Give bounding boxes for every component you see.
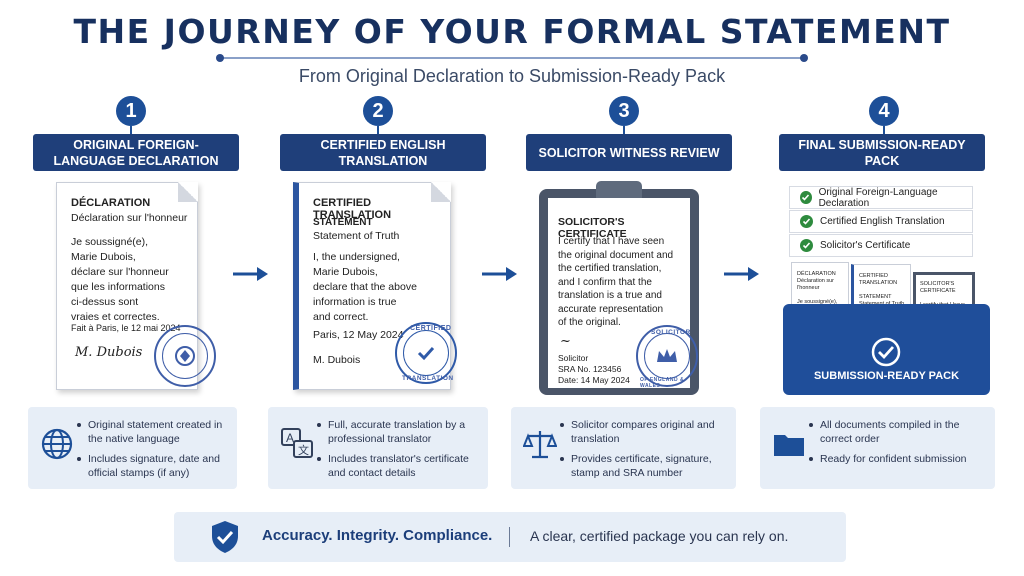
svg-text:A: A — [286, 431, 294, 445]
doc-body: Je soussigné(e), Marie Dubois, déclare s… — [71, 236, 169, 323]
footer-text: A clear, certified package you can rely … — [530, 528, 789, 544]
solicitor-stamp: SOLICITOR OF ENGLAND & WALES — [636, 325, 698, 389]
french-republic-stamp — [154, 325, 216, 387]
doc-heading: CERTIFIED TRANSLATION — [313, 197, 392, 221]
step-title: CERTIFIED ENGLISH TRANSLATION — [280, 134, 486, 171]
bullet-list: All documents compiled in the correct or… — [809, 418, 970, 472]
signature: ~ — [560, 334, 571, 349]
clipboard-clip — [596, 181, 642, 199]
info-panel-3: Solicitor compares original and translat… — [511, 407, 736, 489]
arrow-right-icon — [482, 267, 517, 281]
coat-of-arms-icon — [175, 346, 195, 366]
globe-icon — [41, 428, 73, 460]
arrow-right-icon — [724, 267, 759, 281]
translate-icon: A文 — [281, 428, 313, 458]
step-title: SOLICITOR WITNESS REVIEW — [526, 134, 732, 171]
certified-translation-stamp: CERTIFIED TRANSLATION — [395, 322, 457, 384]
solicitor-certificate-doc: SOLICITOR'S CERTIFICATE I certify that I… — [548, 198, 690, 388]
doc-subheading: STATEMENT — [313, 217, 373, 228]
doc-sra: SRA No. 123456 — [558, 364, 622, 374]
step-title: ORIGINAL FOREIGN-LANGUAGE DECLARATION — [33, 134, 239, 171]
checklist-item: Original Foreign-Language Declaration — [789, 186, 973, 209]
doc-role: Solicitor — [558, 353, 589, 363]
check-icon — [800, 191, 812, 204]
check-icon — [417, 346, 435, 361]
step-title: FINAL SUBMISSION-READY PACK — [779, 134, 985, 171]
bullet-list: Full, accurate translation by a professi… — [317, 418, 478, 486]
page-title: THE JOURNEY OF YOUR FORMAL STATEMENT — [73, 12, 951, 51]
doc-heading: DÉCLARATION — [71, 197, 151, 209]
scales-icon — [523, 431, 557, 459]
checklist-label: Original Foreign-Language Declaration — [818, 186, 938, 209]
footer-banner: Accuracy. Integrity. Compliance. A clear… — [174, 512, 846, 562]
folder-label: SUBMISSION-READY PACK — [813, 370, 960, 382]
bullet-item: Original statement created in the native… — [77, 418, 238, 446]
bullet-item: Full, accurate translation by a professi… — [317, 418, 478, 446]
info-panel-1: Original statement created in the native… — [28, 407, 237, 489]
doc-body: I certify that I have seen the original … — [558, 236, 674, 328]
check-icon — [800, 215, 813, 228]
arrow-right-icon — [233, 267, 268, 281]
doc-subheading-2: Statement of Truth — [313, 230, 400, 242]
page-subtitle: From Original Declaration to Submission-… — [298, 66, 726, 86]
bullet-item: Ready for confident submission — [809, 452, 970, 466]
stamp-bottom-text: OF ENGLAND & WALES — [640, 377, 685, 389]
doc-date: Date: 14 May 2024 — [558, 375, 630, 385]
bullet-list: Original statement created in the native… — [77, 418, 238, 486]
stamp-bottom-text: TRANSLATION — [402, 375, 454, 382]
step-number: 3 — [609, 96, 639, 134]
stamp-top-text: CERTIFIED — [410, 325, 452, 332]
checklist-label: Solicitor's Certificate — [820, 240, 911, 251]
footer-tagline: Accuracy. Integrity. Compliance. — [262, 527, 493, 544]
title-divider — [216, 54, 808, 62]
info-panel-4: All documents compiled in the correct or… — [760, 407, 995, 489]
crown-icon — [657, 349, 677, 362]
bullet-item: Includes signature, date and official st… — [77, 452, 238, 480]
folder-icon — [774, 435, 804, 456]
step-number: 1 — [116, 96, 146, 134]
signature: M. Dubois — [75, 345, 143, 360]
shield-check-icon — [212, 521, 238, 553]
doc-body: I, the undersigned, Marie Dubois, declar… — [313, 251, 417, 323]
check-circle-icon — [871, 337, 901, 367]
bullet-item: Includes translator's certificate and co… — [317, 452, 478, 480]
step-number: 2 — [363, 96, 393, 134]
checklist-label: Certified English Translation — [820, 216, 945, 227]
doc-subheading: Déclaration sur l'honneur — [71, 212, 188, 224]
bullet-item: Provides certificate, signature, stamp a… — [560, 452, 721, 480]
footer-divider — [509, 527, 510, 547]
stamp-top-text: SOLICITOR — [651, 329, 691, 336]
doc-date: Paris, 12 May 2024 — [313, 329, 404, 341]
bullet-list: Solicitor compares original and translat… — [560, 418, 721, 486]
checklist-item: Solicitor's Certificate — [789, 234, 973, 257]
bullet-item: All documents compiled in the correct or… — [809, 418, 970, 446]
doc-heading: SOLICITOR'S CERTIFICATE — [558, 216, 627, 240]
submission-folder: SUBMISSION-READY PACK — [783, 304, 990, 395]
checklist-item: Certified English Translation — [789, 210, 973, 233]
svg-text:文: 文 — [298, 443, 309, 457]
bullet-item: Solicitor compares original and translat… — [560, 418, 721, 446]
step-number: 4 — [869, 96, 899, 134]
signature: M. Dubois — [313, 354, 361, 366]
check-icon — [800, 239, 813, 252]
